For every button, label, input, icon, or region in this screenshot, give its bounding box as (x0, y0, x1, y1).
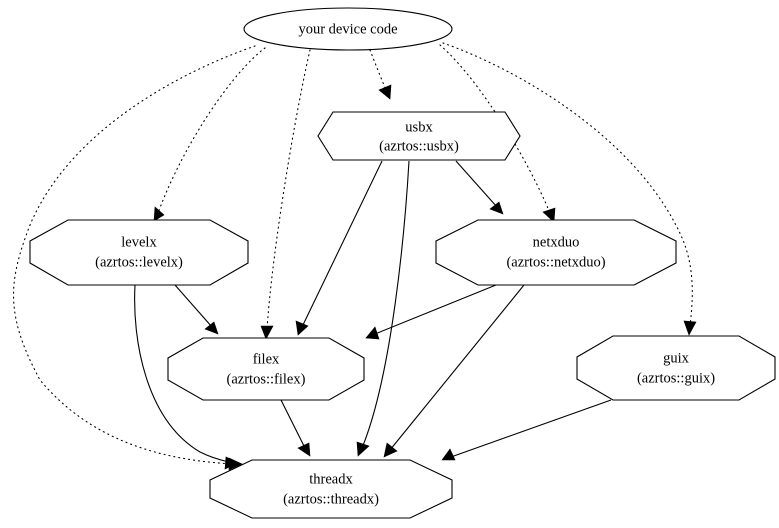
node-shape-octagon (209, 459, 453, 519)
node-label-usbx-line1: usbx (405, 119, 433, 135)
node-layer: your device code usbx (azrtos::usbx) lev… (29, 7, 776, 519)
node-label-netxduo-line1: netxduo (533, 234, 580, 250)
edge-levelx-to-threadx (134, 284, 239, 470)
edge-usbx-to-threadx (356, 160, 410, 457)
edge-filex-to-threadx (280, 399, 311, 457)
node-threadx[interactable]: threadx (azrtos::threadx) (209, 459, 453, 519)
node-shape-octagon (435, 219, 677, 286)
node-label-usbx-line2: (azrtos::usbx) (379, 138, 459, 154)
edge-levelx-to-filex (174, 284, 219, 335)
edge-guix-to-threadx (441, 399, 612, 461)
node-shape-octagon (576, 335, 776, 401)
node-label-netxduo-line2: (azrtos::netxduo) (506, 254, 605, 270)
edge-device-to-filex (260, 49, 311, 340)
node-label-filex-line1: filex (253, 351, 280, 367)
node-label-threadx-line2: (azrtos::threadx) (283, 491, 379, 507)
edge-device-to-usbx (369, 49, 392, 100)
node-label-threadx-line1: threadx (309, 471, 353, 487)
node-filex[interactable]: filex (azrtos::filex) (167, 337, 365, 401)
node-shape-octagon (29, 219, 249, 286)
node-shape-octagon (167, 337, 365, 401)
node-netxduo[interactable]: netxduo (azrtos::netxduo) (435, 219, 677, 286)
edge-netxduo-to-filex (365, 284, 497, 340)
edge-usbx-to-filex (295, 160, 383, 336)
node-your-device-code[interactable]: your device code (243, 7, 453, 51)
edge-device-to-netxduo (439, 44, 556, 223)
node-label-levelx-line2: (azrtos::levelx) (95, 254, 183, 270)
edge-usbx-to-netxduo (455, 160, 504, 215)
node-shape-ellipse (243, 7, 453, 51)
node-levelx[interactable]: levelx (azrtos::levelx) (29, 219, 249, 286)
node-label-filex-line2: (azrtos::filex) (227, 371, 306, 387)
node-guix[interactable]: guix (azrtos::guix) (576, 335, 776, 401)
edge-layer (12, 42, 697, 471)
edge-netxduo-to-threadx (383, 284, 525, 458)
node-label-levelx-line1: levelx (121, 234, 157, 250)
node-shape-octagon (317, 111, 521, 161)
node-usbx[interactable]: usbx (azrtos::usbx) (317, 111, 521, 161)
edge-device-to-guix (442, 42, 697, 336)
edge-device-to-levelx (153, 47, 266, 222)
node-label-device-line1: your device code (298, 21, 397, 37)
node-label-guix-line2: (azrtos::guix) (637, 370, 715, 386)
node-label-guix-line1: guix (663, 350, 690, 366)
